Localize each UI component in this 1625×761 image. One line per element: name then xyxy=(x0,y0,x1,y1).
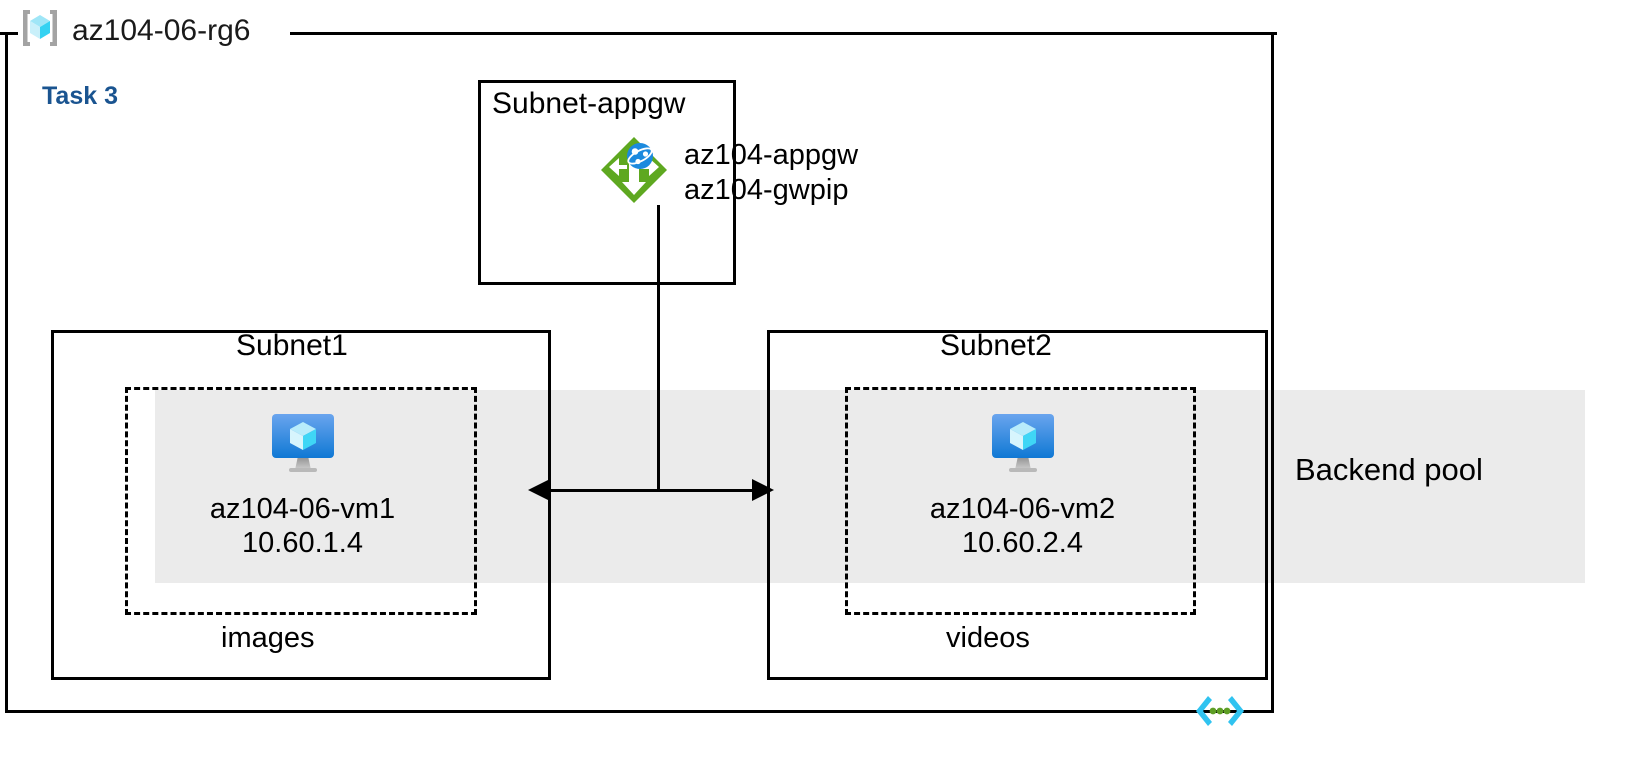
virtual-machine-icon xyxy=(185,400,420,480)
appgw-public-ip-name: az104-gwpip xyxy=(684,173,849,206)
backend-pool-label: Backend pool xyxy=(1295,452,1483,487)
application-gateway-node: az104-appgw az104-gwpip xyxy=(598,134,858,211)
subnet1-box xyxy=(51,330,551,680)
vm2-name: az104-06-vm2 xyxy=(929,493,1116,525)
subnet-appgw-title: Subnet-appgw xyxy=(492,87,686,120)
subnet1-dashed-boundary xyxy=(125,387,477,615)
resource-group-frame xyxy=(5,32,1274,713)
resource-group-header: az104-06-rg6 xyxy=(18,6,257,55)
subnet-appgw-box xyxy=(478,80,736,285)
subnet2-storage-label: videos xyxy=(946,622,1030,654)
arrow-head-left-icon xyxy=(528,479,550,501)
vm1-name: az104-06-vm1 xyxy=(209,493,396,525)
resource-group-name: az104-06-rg6 xyxy=(72,13,251,47)
vm1-ip: 10.60.1.4 xyxy=(242,527,363,560)
application-gateway-labels: az104-appgw az104-gwpip xyxy=(684,138,858,206)
arrow-head-right-icon xyxy=(752,479,774,501)
subnet2-title: Subnet2 xyxy=(940,329,1052,362)
resource-group-border-segment-right xyxy=(290,32,1277,35)
task-label: Task 3 xyxy=(42,82,118,110)
vm2-block: az104-06-vm2 10.60.2.4 xyxy=(905,400,1140,560)
application-gateway-icon xyxy=(598,134,670,211)
vm1-block: az104-06-vm1 10.60.1.4 xyxy=(185,400,420,560)
connector-horizontal xyxy=(537,489,757,492)
subnet2-dashed-boundary xyxy=(845,387,1196,615)
backend-pool-band xyxy=(155,390,1585,583)
appgw-resource-name: az104-appgw xyxy=(684,139,859,172)
virtual-machine-icon xyxy=(905,400,1140,480)
subnet2-box xyxy=(767,330,1268,680)
resource-group-cube-icon xyxy=(18,6,62,55)
resource-group-border-segment-left xyxy=(0,32,20,35)
subnet1-storage-label: images xyxy=(221,622,315,654)
connector-vertical xyxy=(657,205,660,492)
subnet1-title: Subnet1 xyxy=(236,329,348,362)
vm2-ip: 10.60.2.4 xyxy=(962,527,1083,560)
code-brackets-icon xyxy=(1194,692,1246,737)
